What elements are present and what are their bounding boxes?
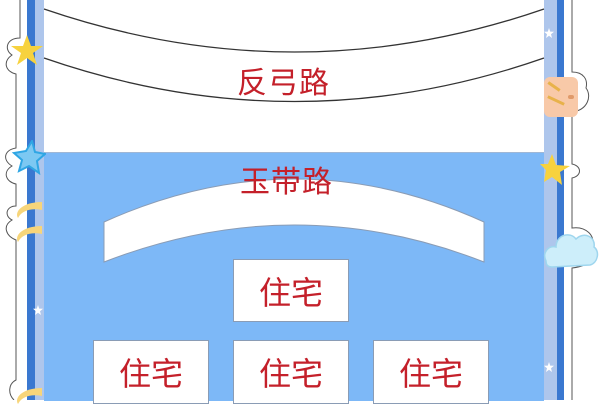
- moon-icon: [17, 202, 42, 242]
- small-star-icon: [544, 28, 554, 38]
- fangong-road-upper-edge: [43, 8, 545, 53]
- house-top-center: 住宅: [233, 259, 349, 322]
- star-yellow-icon: [11, 35, 43, 65]
- left-frame-rail-dark: [27, 0, 35, 400]
- moon-icon: [17, 388, 42, 404]
- small-star-icon: [544, 362, 554, 372]
- white-zone: [44, 0, 544, 152]
- house-label: 住宅: [258, 273, 323, 312]
- cloud-icon: [544, 234, 599, 268]
- star-blue-icon: [11, 140, 46, 176]
- fangong-road-label: 反弓路: [237, 66, 330, 101]
- house-label: 住宅: [398, 355, 463, 393]
- house-label: 住宅: [118, 355, 183, 393]
- yudai-road-label: 玉带路: [240, 165, 333, 200]
- house-bottom-center: 住宅: [233, 340, 349, 404]
- house-bottom-right: 住宅: [373, 340, 489, 404]
- fangong-road-lower-edge: [43, 57, 545, 103]
- house-label: 住宅: [258, 355, 323, 393]
- small-star-icon: [33, 305, 43, 315]
- yudai-road: [103, 178, 485, 263]
- face-block-icon: [544, 77, 578, 117]
- house-bottom-left: 住宅: [93, 340, 209, 404]
- star-yellow-icon: [540, 154, 570, 185]
- left-frame-rail-light: [35, 0, 44, 400]
- right-frame-rail-dark: [557, 0, 564, 400]
